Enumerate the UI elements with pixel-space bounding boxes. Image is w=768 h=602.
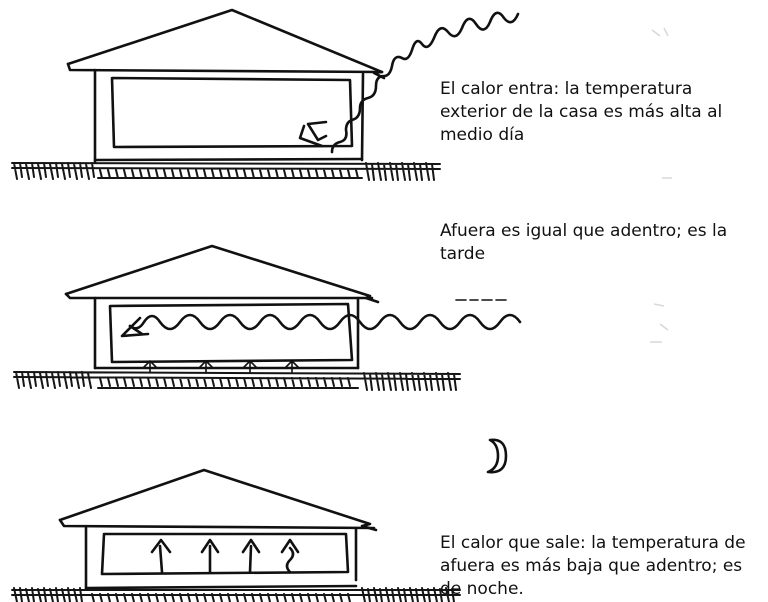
roof-eave-afternoon — [64, 292, 374, 300]
scan-smudges — [650, 27, 672, 343]
floor-day — [93, 157, 364, 162]
house-day — [11, 8, 441, 181]
roof-night — [58, 468, 378, 532]
house-night — [11, 468, 461, 602]
walls-afternoon — [93, 296, 360, 370]
moon-icon — [486, 438, 508, 474]
heat-arrows-up-night — [150, 538, 300, 574]
walls-night — [84, 526, 358, 590]
heat-ray-in-icon — [330, 11, 520, 154]
roof-day — [66, 8, 386, 80]
caption-night: El calor que sale: la temperatura de afu… — [440, 533, 746, 599]
house-afternoon — [13, 244, 461, 391]
roof-eave-night — [58, 518, 376, 530]
ground-night — [11, 587, 461, 602]
roof-afternoon — [64, 244, 380, 304]
caption-day: El calor entra: la temperatura exterior … — [440, 79, 723, 145]
ground-day — [11, 162, 441, 181]
roof-eave-day — [66, 62, 384, 74]
caption-afternoon: Afuera es igual que adentro; es la tarde — [440, 221, 728, 264]
heat-arrows-floor-afternoon — [143, 360, 299, 373]
interior-day — [110, 76, 354, 149]
heat-arrow-in-icon — [298, 120, 328, 148]
heat-ray-horizontal-icon — [128, 313, 522, 331]
interior-afternoon — [108, 302, 354, 364]
ground-afternoon — [13, 371, 461, 391]
walls-day — [93, 68, 365, 164]
interior-night — [100, 532, 350, 576]
floor-night — [84, 584, 358, 590]
heat-arrow-left-icon — [120, 316, 150, 338]
